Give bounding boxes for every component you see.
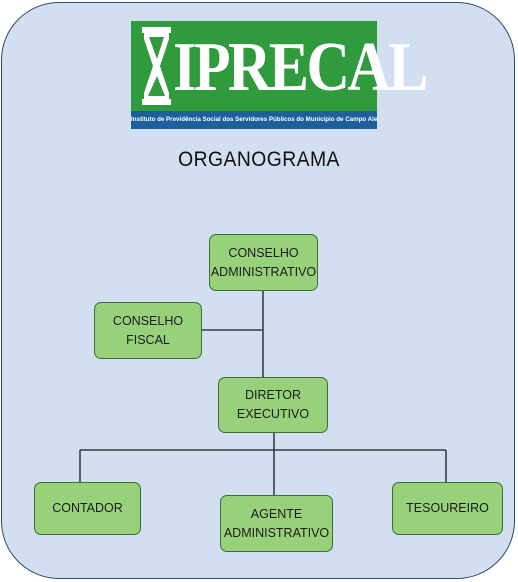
node-diretor-executivo: DIRETOR EXECUTIVO xyxy=(218,377,328,433)
node-conselho-fiscal: CONSELHO FISCAL xyxy=(94,302,202,359)
node-tesoureiro: TESOUREIRO xyxy=(392,482,503,535)
hourglass-icon xyxy=(142,27,171,105)
page-title: ORGANOGRAMA xyxy=(178,148,340,171)
logo-subtitle: Instituto de Previdência Social dos Serv… xyxy=(131,111,377,129)
node-conselho-administrativo: CONSELHO ADMINISTRATIVO xyxy=(209,234,318,291)
node-contador: CONTADOR xyxy=(34,482,141,535)
node-agente-administrativo: AGENTE ADMINISTRATIVO xyxy=(220,495,333,552)
